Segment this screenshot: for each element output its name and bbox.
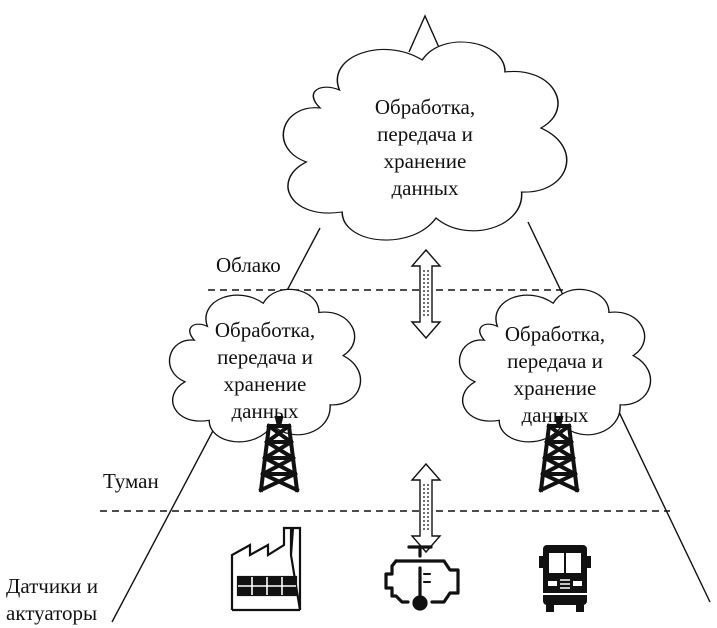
cloud-text-line: Обработка, <box>214 318 316 342</box>
fog-layer-label: Туман <box>103 469 159 493</box>
cloud-fog-arrow <box>411 249 441 339</box>
cloud-text-line: передача и <box>507 349 603 373</box>
fog-edge-arrow <box>411 463 441 553</box>
cloud-text-line: данных <box>391 176 459 200</box>
cloud-text-line: передача и <box>377 122 473 146</box>
edge-label-line: Датчики и <box>6 574 99 598</box>
cloud-left-text: Обработка, передача и хранение данных <box>195 317 335 425</box>
cloud-right-text: Обработка, передача и хранение данных <box>485 321 625 429</box>
cloud-top-text: Обработка, передача и хранение данных <box>350 94 500 202</box>
cloud-layer-label: Облако <box>216 253 281 277</box>
cloud-text-line: хранение <box>223 372 307 396</box>
cloud-text-line: Обработка, <box>504 322 606 346</box>
truck-icon <box>539 545 591 612</box>
edge-label-line: актуаторы <box>6 601 98 625</box>
edge-layer-label: Датчики и актуаторы <box>6 573 98 627</box>
cloud-text-line: хранение <box>383 149 467 173</box>
cloud-text-line: Обработка, <box>374 95 476 119</box>
cloud-text-line: хранение <box>513 376 597 400</box>
pyramid-apex <box>408 14 442 53</box>
engine-temperature-icon <box>384 545 460 611</box>
cloud-text-line: данных <box>521 403 589 427</box>
factory-icon <box>230 526 302 612</box>
cloud-text-line: передача и <box>217 345 313 369</box>
cloud-text-line: данных <box>231 399 299 423</box>
